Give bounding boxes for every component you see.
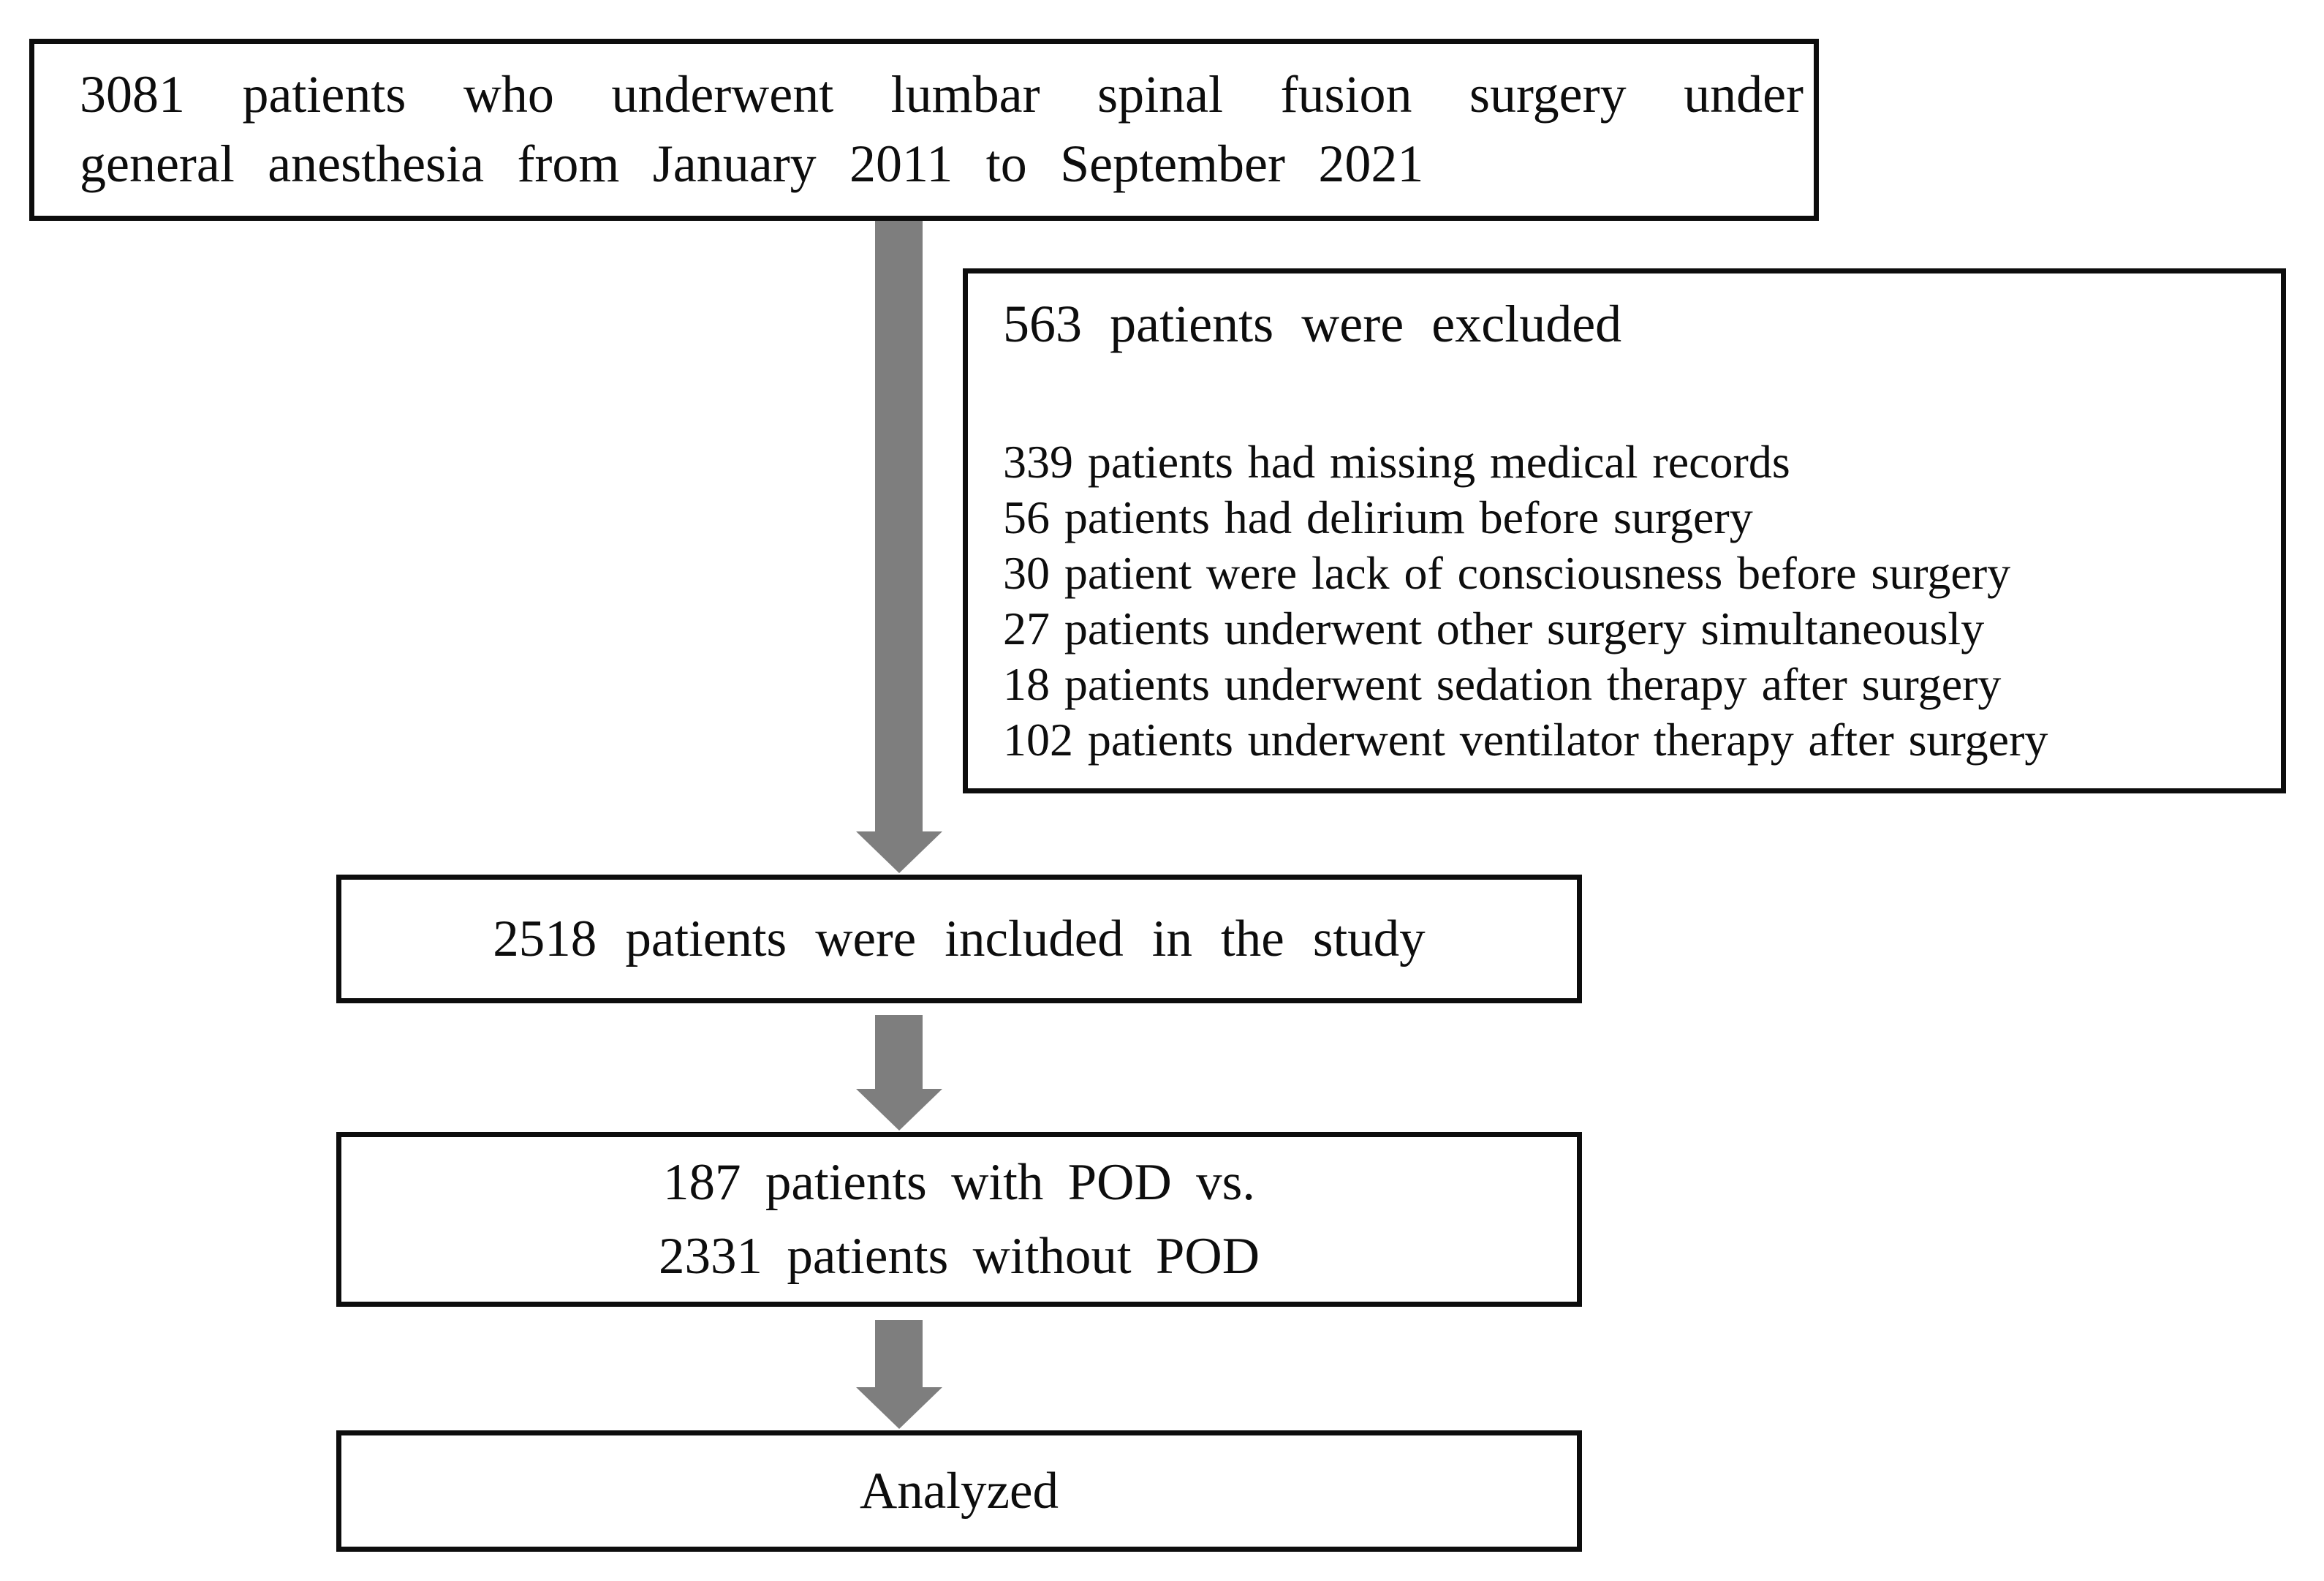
arrow-comparison-to-analyzed-shaft [875, 1320, 923, 1387]
excluded-item-lack-of-consciousness: 30 patient were lack of consciousness be… [1003, 547, 2011, 599]
arrow-enrollment-to-included-head [856, 831, 942, 873]
comparison-line-no-pod: 2331 patients without POD [659, 1227, 1260, 1285]
excluded-item-sedation-therapy: 18 patients underwent sedation therapy a… [1003, 658, 2002, 710]
excluded-item-ventilator-therapy: 102 patients underwent ventilator therap… [1003, 714, 2048, 766]
comparison-box: 187 patients with POD vs. 2331 patients … [336, 1132, 1582, 1307]
excluded-box: 563 patients were excluded 339 patients … [963, 268, 2286, 793]
enrollment-line-2: general anesthesia from January 2011 to … [80, 135, 1424, 193]
arrow-comparison-to-analyzed-head [856, 1387, 942, 1429]
included-box: 2518 patients were included in the study [336, 875, 1582, 1003]
excluded-item-missing-records: 339 patients had missing medical records [1003, 436, 1790, 488]
excluded-item-delirium-before-surgery: 56 patients had delirium before surgery [1003, 491, 1753, 543]
analyzed-box: Analyzed [336, 1430, 1582, 1552]
excluded-item-other-surgery: 27 patients underwent other surgery simu… [1003, 603, 1985, 654]
comparison-line-pod: 187 patients with POD vs. [663, 1153, 1255, 1211]
enrollment-line-1: 3081 patients who underwent lumbar spina… [80, 65, 1803, 124]
arrow-included-to-comparison-head [856, 1089, 942, 1131]
arrow-included-to-comparison-shaft [875, 1015, 923, 1089]
enrollment-box: 3081 patients who underwent lumbar spina… [29, 39, 1819, 221]
analyzed-text: Analyzed [859, 1462, 1059, 1520]
arrow-enrollment-to-included-shaft [875, 221, 923, 831]
included-text: 2518 patients were included in the study [493, 910, 1426, 967]
excluded-heading: 563 patients were excluded [1003, 295, 1622, 353]
